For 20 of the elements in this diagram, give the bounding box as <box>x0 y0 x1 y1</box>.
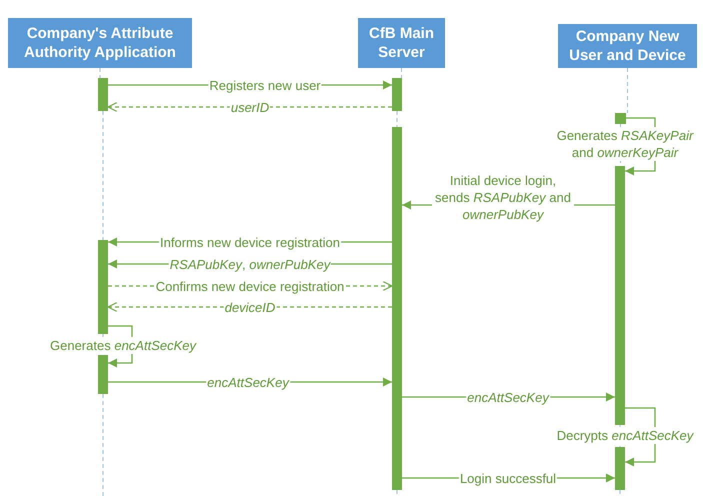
activation-bar <box>98 240 108 334</box>
participant-box: CfB Main Server <box>358 18 445 68</box>
activation-bar <box>615 447 625 490</box>
lifeline <box>396 490 398 496</box>
activation-bar <box>615 113 626 124</box>
activation-bar <box>392 78 402 111</box>
activation-bar <box>615 166 625 425</box>
dashed-arrow <box>107 102 392 112</box>
lifeline <box>401 68 402 78</box>
activation-bar <box>392 127 402 490</box>
lifeline <box>102 394 104 496</box>
activation-bar <box>98 355 108 394</box>
activation-bar <box>98 78 108 111</box>
lifeline <box>627 68 628 114</box>
participant-box: Company New User and Device <box>558 24 697 68</box>
lifeline <box>396 110 398 128</box>
edge-label: Generates encAttSecKey <box>49 337 197 354</box>
edge-label: Decrypts encAttSecKey <box>556 427 694 444</box>
lifeline <box>102 110 104 240</box>
participant-box: Company's Attribute Authority Application <box>8 18 192 68</box>
